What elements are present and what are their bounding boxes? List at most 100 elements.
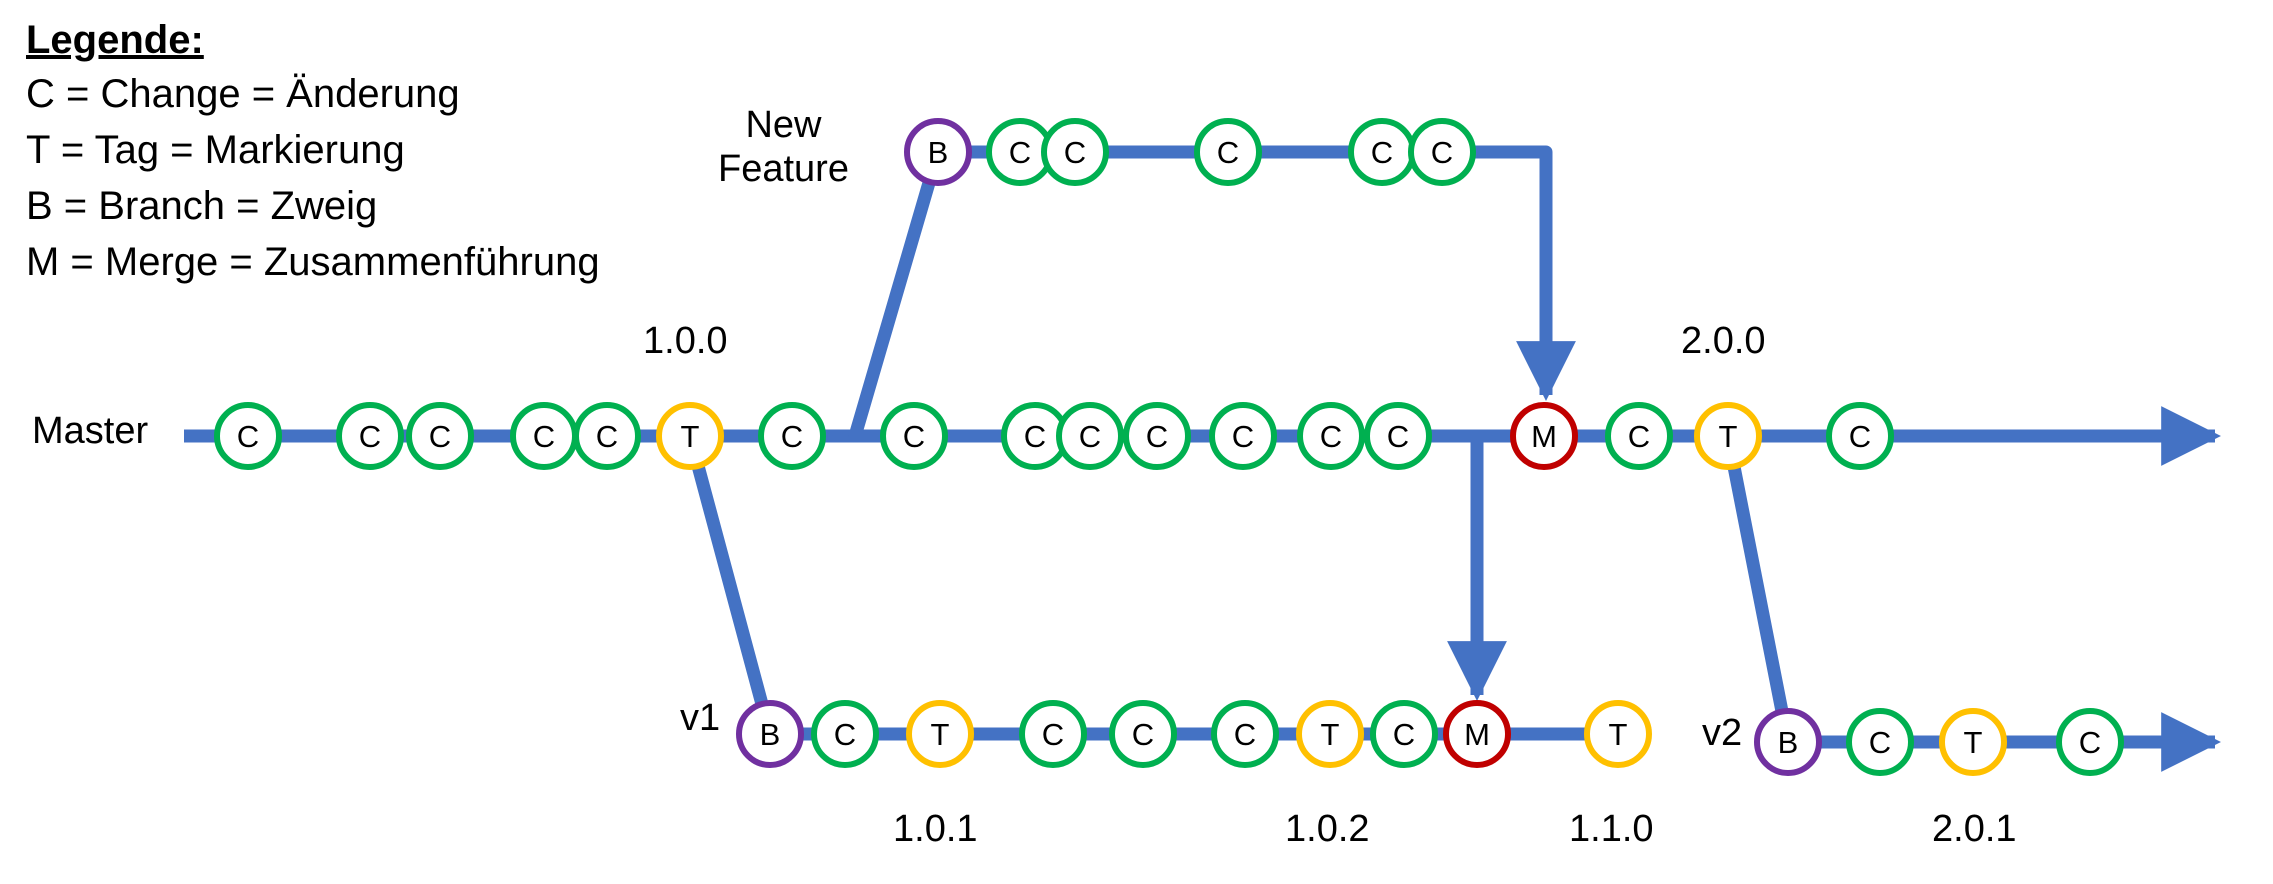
master-node-change-7: C bbox=[758, 402, 826, 470]
change-node-letter: C bbox=[834, 717, 856, 752]
feature-node-change-3: C bbox=[1041, 118, 1109, 186]
v2-branch-line bbox=[1721, 429, 1795, 749]
change-node-letter: C bbox=[1042, 717, 1064, 752]
change-node-letter: C bbox=[1393, 717, 1415, 752]
v1-node-change-6: C bbox=[1211, 700, 1279, 768]
v2-node-change-4: C bbox=[2056, 708, 2124, 776]
change-node-circle bbox=[573, 402, 641, 470]
branch-node-circle bbox=[736, 700, 804, 768]
change-node-letter: C bbox=[1146, 419, 1168, 454]
change-node-letter: C bbox=[1431, 135, 1453, 170]
master-node-change-12: C bbox=[1209, 402, 1277, 470]
change-node-letter: C bbox=[1217, 135, 1239, 170]
change-node-letter: C bbox=[1064, 135, 1086, 170]
change-node-letter: C bbox=[1628, 419, 1650, 454]
branch-node-letter: B bbox=[1778, 725, 1799, 760]
change-node-circle bbox=[214, 402, 282, 470]
change-node-letter: C bbox=[1371, 135, 1393, 170]
change-node-letter: C bbox=[533, 419, 555, 454]
version-label-1-0-2: 1.0.2 bbox=[1285, 808, 1370, 850]
feature-node-change-4: C bbox=[1194, 118, 1262, 186]
master-node-change-2: C bbox=[336, 402, 404, 470]
change-node-letter: C bbox=[359, 419, 381, 454]
branch-node-letter: B bbox=[760, 717, 781, 752]
change-node-letter: C bbox=[2079, 725, 2101, 760]
tag-node-letter: T bbox=[681, 419, 700, 454]
master-node-change-1: C bbox=[214, 402, 282, 470]
change-node-circle bbox=[1041, 118, 1109, 186]
change-node-circle bbox=[811, 700, 879, 768]
change-node-letter: C bbox=[781, 419, 803, 454]
v1-branch-line bbox=[683, 429, 777, 741]
change-node-letter: C bbox=[1079, 419, 1101, 454]
merge-node-letter: M bbox=[1531, 419, 1557, 454]
master-node-change-13: C bbox=[1297, 402, 1365, 470]
branch-label-v2: v2 bbox=[1702, 712, 1743, 754]
v1-node-change-2: C bbox=[811, 700, 879, 768]
master-node-change-14: C bbox=[1364, 402, 1432, 470]
legend-item-merge: M = Merge = Zusammenführung bbox=[26, 240, 600, 284]
master-node-change-18: C bbox=[1826, 402, 1894, 470]
master-node-change-11: C bbox=[1123, 402, 1191, 470]
master-node-merge-15: M bbox=[1510, 402, 1578, 470]
v2-node-branch-1: B bbox=[1754, 708, 1822, 776]
legend-item-tag: T = Tag = Markierung bbox=[26, 128, 405, 172]
branch-label-feature: New Feature bbox=[718, 104, 849, 190]
v1-node-change-5: C bbox=[1109, 700, 1177, 768]
merge-node-letter: M bbox=[1464, 717, 1490, 752]
master-node-change-10: C bbox=[1056, 402, 1124, 470]
legend-title: Legende: bbox=[26, 18, 204, 62]
change-node-circle bbox=[1846, 708, 1914, 776]
tag-node-circle bbox=[1296, 700, 1364, 768]
master-node-tag-17: T bbox=[1694, 402, 1762, 470]
change-node-circle bbox=[1370, 700, 1438, 768]
change-node-circle bbox=[2056, 708, 2124, 776]
master-node-change-5: C bbox=[573, 402, 641, 470]
change-node-letter: C bbox=[1849, 419, 1871, 454]
merge-node-circle bbox=[1443, 700, 1511, 768]
change-node-letter: C bbox=[1234, 717, 1256, 752]
version-label-2-0-1: 2.0.1 bbox=[1932, 808, 2017, 850]
master-node-change-4: C bbox=[510, 402, 578, 470]
v2-node-change-2: C bbox=[1846, 708, 1914, 776]
version-label-1-0-1: 1.0.1 bbox=[893, 808, 978, 850]
change-node-circle bbox=[1297, 402, 1365, 470]
tag-node-letter: T bbox=[1719, 419, 1738, 454]
change-node-circle bbox=[1364, 402, 1432, 470]
tag-node-letter: T bbox=[931, 717, 950, 752]
change-node-circle bbox=[758, 402, 826, 470]
change-node-letter: C bbox=[1024, 419, 1046, 454]
feature-line bbox=[938, 145, 1576, 401]
tag-node-letter: T bbox=[1321, 717, 1340, 752]
legend-item-change: C = Change = Änderung bbox=[26, 72, 460, 116]
v2-node-tag-3: T bbox=[1939, 708, 2007, 776]
v1-node-tag-7: T bbox=[1296, 700, 1364, 768]
v1-node-tag-10: T bbox=[1584, 700, 1652, 768]
master-node-tag-6: T bbox=[656, 402, 724, 470]
change-node-letter: C bbox=[596, 419, 618, 454]
change-node-circle bbox=[1209, 402, 1277, 470]
change-node-letter: C bbox=[1232, 419, 1254, 454]
tag-node-circle bbox=[906, 700, 974, 768]
branch-label-master: Master bbox=[32, 410, 149, 452]
tag-node-circle bbox=[1584, 700, 1652, 768]
change-node-letter: C bbox=[903, 419, 925, 454]
legend: Legende: C = Change = Änderung T = Tag =… bbox=[26, 14, 600, 290]
change-node-letter: C bbox=[1387, 419, 1409, 454]
change-node-letter: C bbox=[1869, 725, 1891, 760]
change-node-circle bbox=[406, 402, 474, 470]
change-node-letter: C bbox=[1320, 419, 1342, 454]
tag-node-letter: T bbox=[1609, 717, 1628, 752]
change-node-circle bbox=[1211, 700, 1279, 768]
version-label-2-0-0: 2.0.0 bbox=[1681, 320, 1766, 362]
v1-node-branch-1: B bbox=[736, 700, 804, 768]
change-node-circle bbox=[1019, 700, 1087, 768]
master-node-change-8: C bbox=[880, 402, 948, 470]
feature-node-branch-1: B bbox=[904, 118, 972, 186]
feature-branch-line bbox=[848, 145, 945, 443]
version-label-1-0-0: 1.0.0 bbox=[643, 320, 728, 362]
feature-node-change-6: C bbox=[1408, 118, 1476, 186]
change-node-letter: C bbox=[1132, 717, 1154, 752]
